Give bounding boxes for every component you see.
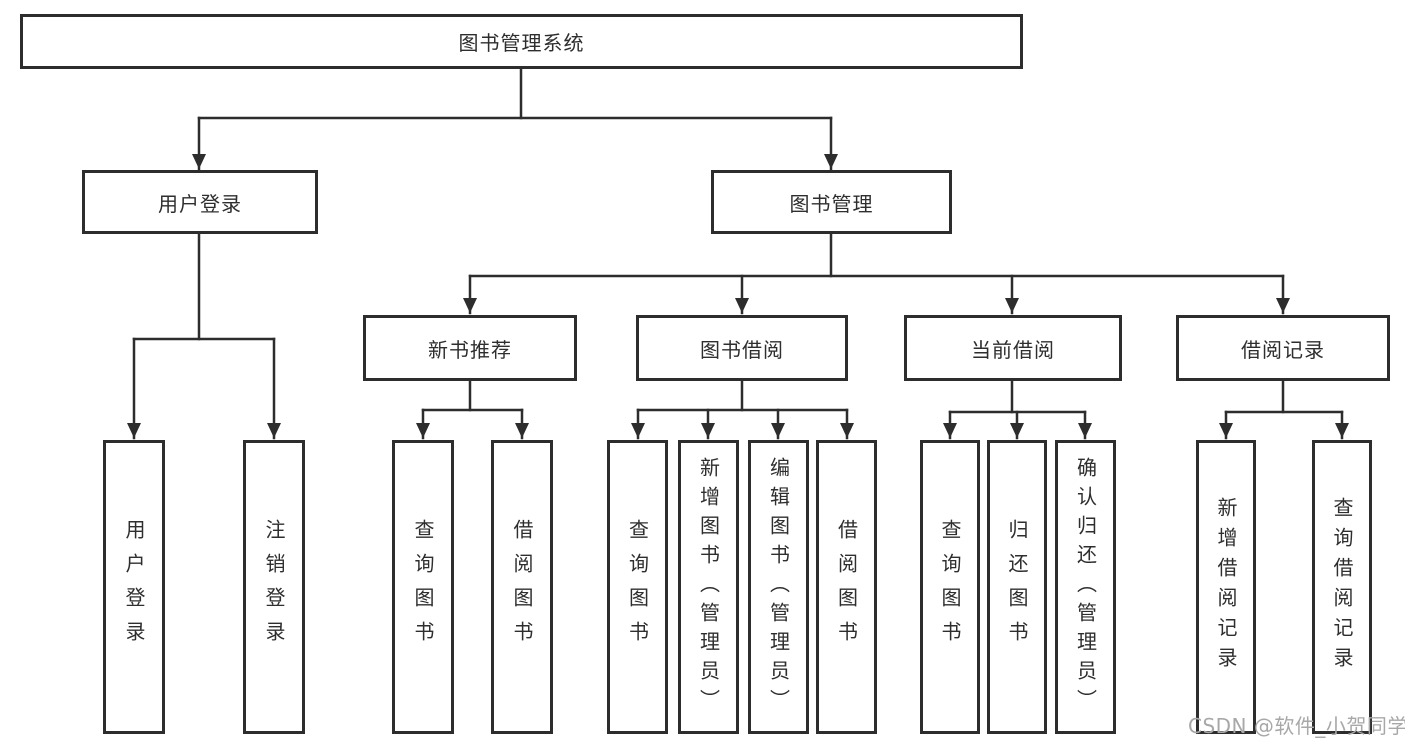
node-leaf-bb-add-book: 新增图书（管理员） bbox=[678, 440, 739, 734]
node-leaf-cb-return-book: 归还图书 bbox=[987, 440, 1047, 734]
node-leaf-bb-borrow-book: 借阅图书 bbox=[816, 440, 877, 734]
node-leaf-br-add-record: 新增借阅记录 bbox=[1196, 440, 1256, 734]
node-leaf-logout-label: 注销登录 bbox=[262, 519, 286, 655]
node-current-borrow: 当前借阅 bbox=[904, 315, 1122, 381]
node-leaf-nb-borrow-book-label: 借阅图书 bbox=[510, 519, 534, 655]
node-leaf-br-add-record-label: 新增借阅记录 bbox=[1214, 497, 1238, 677]
node-root-label: 图书管理系统 bbox=[458, 31, 585, 55]
node-leaf-br-query-record-label: 查询借阅记录 bbox=[1330, 497, 1354, 677]
node-new-book-recommend: 新书推荐 bbox=[363, 315, 577, 381]
node-book-borrow: 图书借阅 bbox=[636, 315, 848, 381]
node-leaf-bb-add-book-label: 新增图书（管理员） bbox=[696, 456, 721, 718]
node-borrow-record: 借阅记录 bbox=[1176, 315, 1390, 381]
node-leaf-nb-query-book-label: 查询图书 bbox=[411, 519, 435, 655]
node-book-borrow-label: 图书借阅 bbox=[700, 337, 784, 362]
csdn-watermark: CSDN @软件_小贺同学 bbox=[1188, 714, 1405, 738]
node-leaf-bb-edit-book-label: 编辑图书（管理员） bbox=[766, 456, 791, 718]
node-user-login: 用户登录 bbox=[82, 170, 318, 234]
node-book-management-label: 图书管理 bbox=[789, 191, 874, 216]
node-leaf-nb-query-book: 查询图书 bbox=[392, 440, 454, 734]
node-leaf-login-label: 用户登录 bbox=[122, 519, 146, 655]
node-current-borrow-label: 当前借阅 bbox=[971, 337, 1055, 362]
node-leaf-logout: 注销登录 bbox=[243, 440, 305, 734]
node-leaf-bb-query-book-label: 查询图书 bbox=[625, 519, 650, 655]
node-leaf-cb-query-book: 查询图书 bbox=[920, 440, 980, 734]
node-leaf-nb-borrow-book: 借阅图书 bbox=[491, 440, 553, 734]
node-leaf-cb-query-book-label: 查询图书 bbox=[938, 519, 962, 655]
node-leaf-br-query-record: 查询借阅记录 bbox=[1312, 440, 1372, 734]
node-leaf-cb-confirm-return-label: 确认归还（管理员） bbox=[1073, 456, 1098, 718]
node-leaf-bb-query-book: 查询图书 bbox=[607, 440, 668, 734]
node-user-login-label: 用户登录 bbox=[158, 191, 242, 216]
node-leaf-login: 用户登录 bbox=[103, 440, 165, 734]
node-new-book-recommend-label: 新书推荐 bbox=[428, 337, 512, 362]
node-leaf-bb-edit-book: 编辑图书（管理员） bbox=[748, 440, 809, 734]
node-root: 图书管理系统 bbox=[20, 14, 1023, 69]
node-borrow-record-label: 借阅记录 bbox=[1241, 337, 1325, 362]
node-leaf-cb-confirm-return: 确认归还（管理员） bbox=[1055, 440, 1116, 734]
node-book-management: 图书管理 bbox=[711, 170, 952, 234]
node-leaf-bb-borrow-book-label: 借阅图书 bbox=[834, 519, 859, 655]
node-leaf-cb-return-book-label: 归还图书 bbox=[1005, 519, 1029, 655]
